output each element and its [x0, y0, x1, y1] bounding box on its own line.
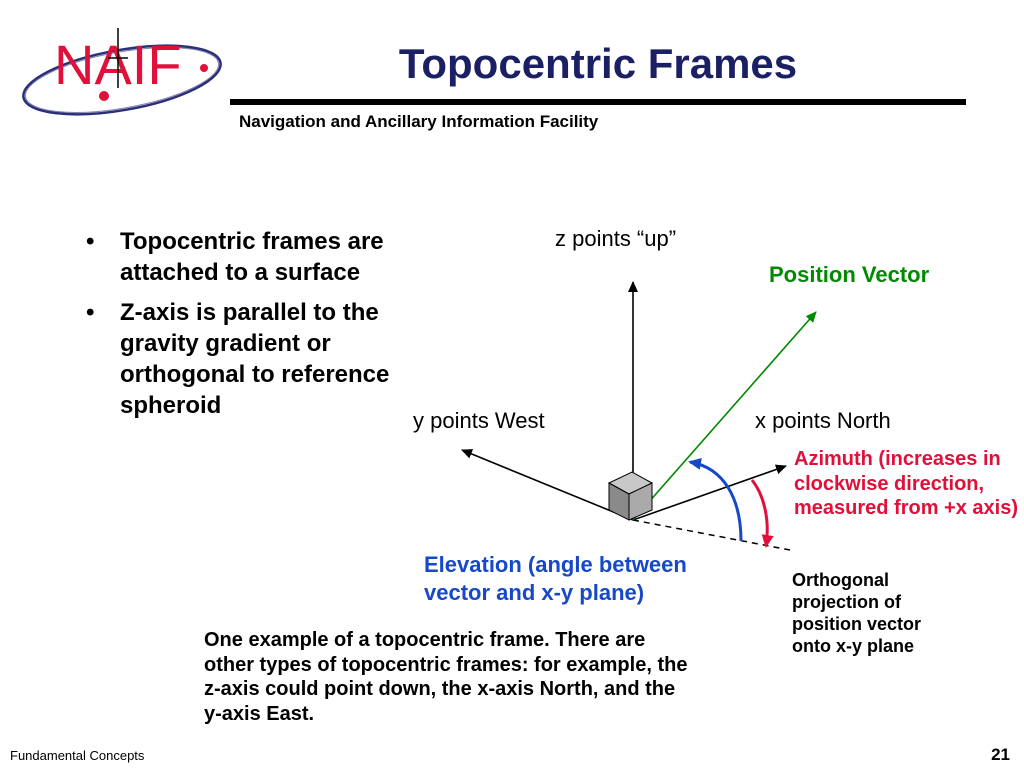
y-axis: [461, 449, 634, 521]
y-axis-label: y points West: [413, 408, 545, 433]
page-number: 21: [991, 745, 1010, 764]
azimuth-arc: [750, 479, 774, 548]
surface-cube: [607, 471, 654, 521]
page-subtitle: Navigation and Ancillary Information Fac…: [239, 112, 599, 131]
bullet-text: Topocentric frames are attached to a sur…: [120, 228, 384, 286]
bullet-item: • Topocentric frames are attached to a su…: [86, 226, 456, 288]
z-axis-label: z points “up”: [555, 226, 677, 251]
projection-label: Orthogonal projection of position vector…: [792, 570, 922, 656]
x-axis-label: x points North: [755, 408, 891, 433]
x-axis: [632, 464, 787, 521]
bullet-item: • Z-axis is parallel to the gravity gradi…: [86, 297, 456, 421]
bullet-list: • Topocentric frames are attached to a su…: [86, 226, 456, 430]
position-vector-label: Position Vector: [769, 262, 930, 287]
title-rule: [230, 99, 966, 105]
footer-section-title: Fundamental Concepts: [10, 748, 145, 763]
page-title: Topocentric Frames: [398, 40, 798, 87]
bullet-symbol: •: [86, 228, 95, 255]
example-note: One example of a topocentric frame. Ther…: [204, 629, 688, 725]
bullet-symbol: •: [86, 299, 95, 326]
elevation-arc: [688, 457, 743, 542]
naif-logo: NAIF: [22, 28, 222, 116]
bullet-text: Z-axis is parallel to the gravity gradie…: [120, 299, 390, 419]
position-vector: [632, 311, 817, 521]
elevation-label: Elevation (angle between vector and x-y …: [424, 552, 687, 605]
azimuth-label: Azimuth (increases in clockwise directio…: [794, 448, 1018, 519]
